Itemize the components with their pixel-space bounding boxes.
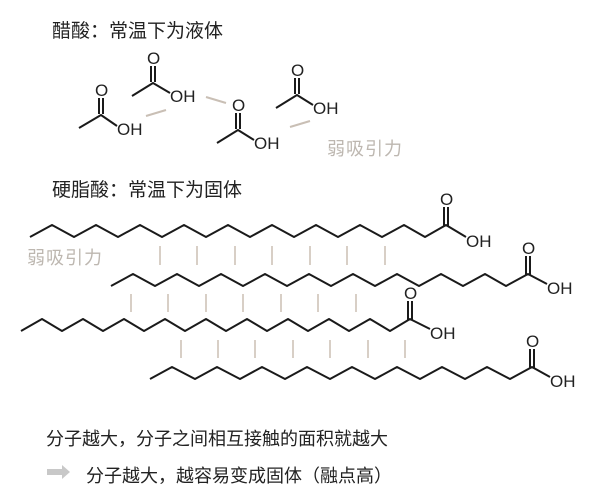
acetic-molecule-3	[216, 129, 255, 144]
atom-oh: OH	[550, 372, 576, 391]
atom-oh: OH	[466, 232, 492, 251]
atom-oh: OH	[170, 87, 196, 106]
stearic-molecule-4	[149, 366, 551, 380]
atom-o: O	[291, 61, 305, 80]
conclusion-line-1: 分子越大，分子之间相互接触的面积就越大	[46, 429, 388, 450]
atom-oh: OH	[254, 134, 280, 153]
atom-o: O	[232, 96, 246, 115]
atom-o: O	[95, 81, 109, 100]
atom-o: O	[404, 284, 418, 303]
atom-oh: OH	[117, 120, 143, 139]
atom-oh: OH	[547, 279, 573, 298]
acetic-molecule-4	[275, 94, 314, 109]
atom-o: O	[522, 239, 536, 258]
atom-o: O	[526, 332, 540, 351]
acetic-acid-heading: 醋酸：常温下为液体	[52, 20, 224, 42]
stearic-molecule-3	[20, 318, 431, 332]
atom-o: O	[147, 49, 161, 68]
atom-oh: OH	[430, 324, 456, 343]
attraction-arrows-row1	[159, 246, 386, 265]
attraction-arrows-row3	[180, 340, 406, 358]
stearic-attraction-label: 弱吸引力	[27, 248, 103, 269]
stearic-molecule-2	[110, 273, 548, 287]
acetic-attraction-label: 弱吸引力	[327, 139, 403, 160]
acetic-molecule-2	[131, 82, 171, 97]
right-arrow-icon	[47, 465, 70, 479]
attraction-arrows-row2	[130, 294, 357, 312]
atom-oh: OH	[313, 99, 339, 118]
acetic-molecule-1	[78, 114, 118, 129]
stearic-acid-heading: 硬脂酸：常温下为固体	[52, 179, 243, 201]
atom-o: O	[440, 190, 454, 209]
conclusion-line-2: 分子越大，越容易变成固体（融点高）	[86, 466, 392, 487]
stearic-molecule-1	[29, 224, 467, 238]
